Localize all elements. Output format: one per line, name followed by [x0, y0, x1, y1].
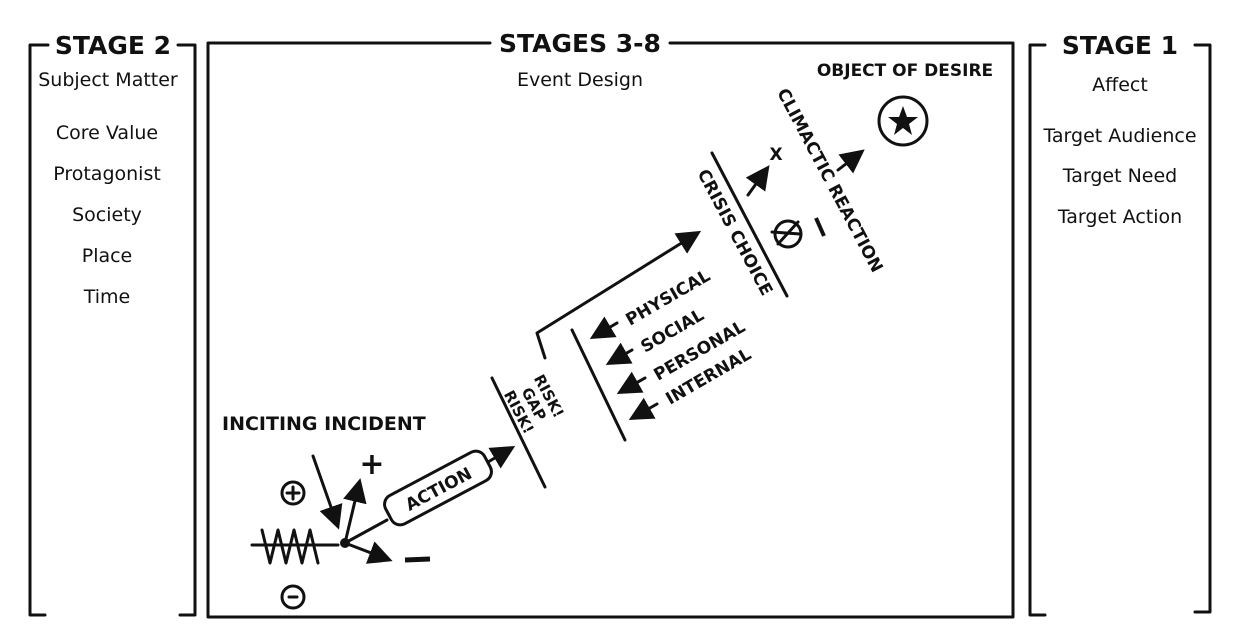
action-arrow: [486, 445, 516, 469]
star-icon: [877, 95, 929, 147]
stage-1-item: Target Need: [1062, 165, 1177, 187]
gap-line-right: [570, 328, 627, 442]
stages-3-8-panel: STAGES 3-8 Event Design OBJECT OF DESIRE…: [206, 29, 1015, 619]
stages-3-8-title: STAGES 3-8: [499, 29, 661, 58]
plus-circle-icon: [280, 480, 306, 506]
failed-star-icon: [770, 219, 803, 249]
stage-2-item: Society: [72, 204, 142, 226]
stage-2-bracket: [28, 43, 197, 617]
minus-sign: [404, 556, 431, 563]
stage-2-panel: STAGE 2 Subject Matter Core Value Protag…: [28, 31, 197, 617]
risk-gap-label: RISK! GAP RISK!: [500, 371, 568, 436]
success-arrow: [745, 165, 770, 197]
gap-line-left: [490, 376, 547, 489]
stage-1-item: Target Audience: [1042, 125, 1196, 147]
stage-2-item: Place: [82, 245, 133, 267]
stage-1-item: Target Action: [1057, 206, 1182, 228]
desire-arrow: [836, 149, 865, 174]
action-label: ACTION: [402, 464, 475, 516]
stage-1-panel: STAGE 1 Affect Target Audience Target Ne…: [1028, 31, 1212, 617]
stage-2-item: Protagonist: [53, 163, 161, 185]
stage-2-item: Time: [83, 286, 131, 308]
stage-1-subtitle: Affect: [1092, 74, 1148, 96]
stage-1-bracket: [1028, 43, 1212, 617]
minus-mark: [814, 217, 826, 237]
x-mark: X: [769, 145, 782, 165]
stages-3-8-subtitle: Event Design: [517, 69, 643, 91]
object-of-desire-label: OBJECT OF DESIRE: [817, 61, 993, 81]
stage-2-item: Core Value: [56, 122, 158, 144]
inciting-incident-label: INCITING INCIDENT: [222, 413, 426, 435]
plus-sign: +: [359, 447, 384, 482]
conflict-levels: PHYSICAL SOCIAL PERSONAL INTERNAL: [589, 266, 755, 420]
positive-arrow: [343, 478, 367, 545]
action-box: ACTION: [383, 449, 493, 527]
stage-1-title: STAGE 1: [1062, 31, 1178, 60]
inciting-arrow: [311, 454, 343, 530]
value-oscillation-icon: [250, 528, 340, 565]
stages-3-8-frame: [206, 41, 1015, 619]
action-line: [343, 518, 389, 545]
minus-circle-icon: [280, 584, 306, 610]
stage-2-title: STAGE 2: [55, 31, 171, 60]
crisis-connector-arrow: [535, 230, 702, 360]
stage-2-subtitle: Subject Matter: [38, 69, 178, 91]
crisis-line: [710, 151, 789, 298]
negative-arrow: [343, 541, 393, 564]
